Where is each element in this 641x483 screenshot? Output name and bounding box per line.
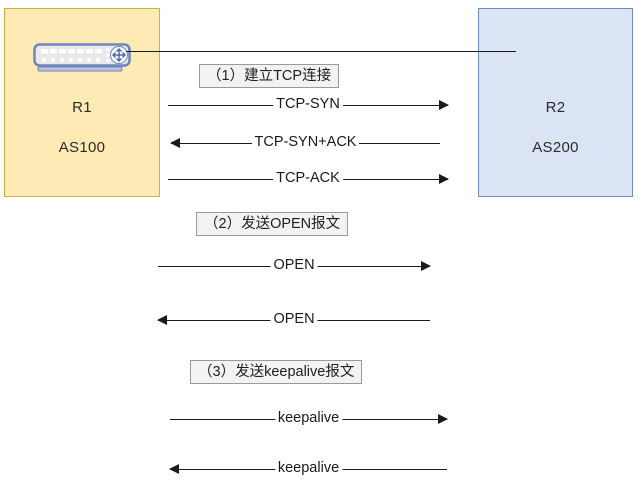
step-label-2: （2）发送OPEN报文 [196,212,349,236]
arrowhead-right-icon [439,100,449,110]
step-label-3: （3）发送keepalive报文 [190,360,363,384]
arrowhead-right-icon [438,414,448,424]
router-icon-graphic [33,43,131,72]
node-label-as200: AS200 [532,139,579,156]
step-label-1: （1）建立TCP连接 [199,64,340,88]
message-arrow-open-inbound: OPEN [157,309,430,331]
arrowhead-left-icon [157,315,167,325]
node-label-r1: R1 [72,99,92,116]
message-arrow-tcp-syn: TCP-SYN [168,94,449,116]
message-arrow-tcp-syn-ack: TCP-SYN+ACK [170,132,440,154]
physical-link-line [126,51,516,52]
arrowhead-left-icon [170,138,180,148]
message-label: TCP-SYN+ACK [251,132,360,152]
message-arrow-keepalive-inbound: keepalive [169,458,447,480]
router-icon[interactable] [33,43,133,75]
message-label: TCP-ACK [273,168,343,188]
message-label: OPEN [270,255,318,275]
as-zone-right[interactable]: R2 AS200 [478,8,633,197]
message-label: keepalive [274,458,343,478]
as-zone-left[interactable]: R1 AS100 [4,8,160,197]
node-label-r2: R2 [545,99,566,116]
node-label-as100: AS100 [58,139,106,156]
message-arrow-open-outbound: OPEN [158,255,431,277]
arrowhead-right-icon [439,174,449,184]
message-label: OPEN [270,309,318,329]
message-label: TCP-SYN [273,94,343,114]
message-arrow-keepalive-outbound: keepalive [170,408,448,430]
message-arrow-tcp-ack: TCP-ACK [168,168,449,190]
arrowhead-right-icon [421,261,431,271]
arrowhead-left-icon [169,464,179,474]
message-label: keepalive [274,408,343,428]
